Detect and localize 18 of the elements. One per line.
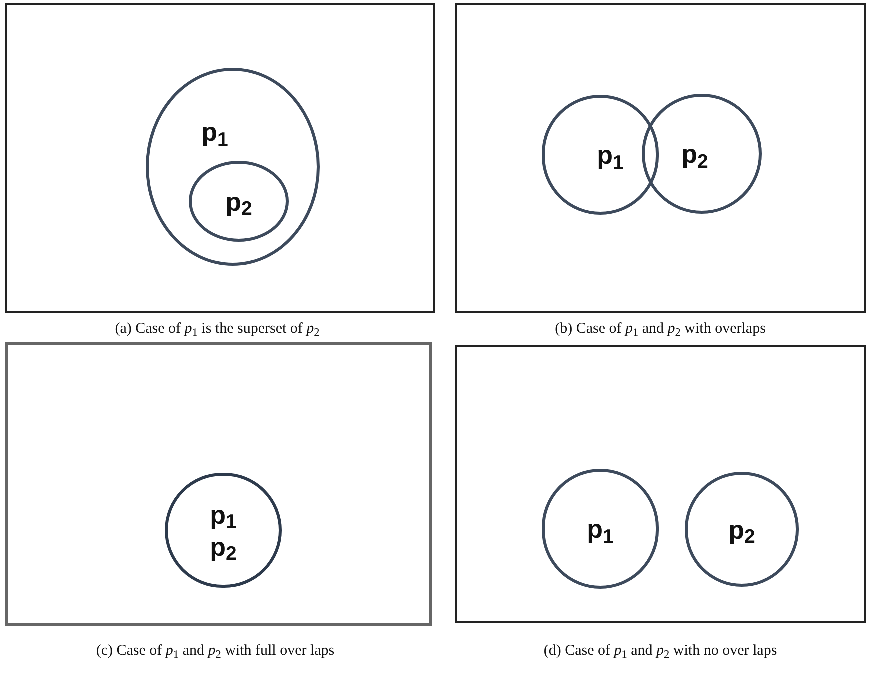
set-label: p$_{2}$: [210, 534, 237, 560]
panel-frame: [5, 342, 432, 626]
caption: (b) Case of p$_{1}$ and p$_{2}$ with overlaps: [555, 320, 766, 340]
panel-frame: [5, 3, 435, 313]
caption: (c) Case of p$_{1}$ and p$_{2}$ with full over laps: [96, 642, 335, 662]
set-label: p$_{1}$: [202, 119, 228, 145]
panel-frame: [455, 345, 866, 623]
caption: (d) Case of p$_{1}$ and p$_{2}$ with no over laps: [544, 642, 778, 662]
set-label: p$_{2}$: [682, 141, 708, 167]
caption: (a) Case of p$_{1}$ is the superset of p$_{2}$: [115, 320, 320, 340]
set-ellipse: [146, 68, 320, 266]
set-label: p$_{1}$: [597, 142, 624, 168]
set-ellipse: [189, 161, 289, 242]
panel-frame: [455, 3, 866, 313]
set-label: p$_{2}$: [226, 188, 252, 214]
set-label: p$_{1}$: [210, 502, 237, 528]
set-label: p$_{2}$: [728, 516, 756, 542]
set-label: p$_{1}$: [587, 516, 614, 542]
